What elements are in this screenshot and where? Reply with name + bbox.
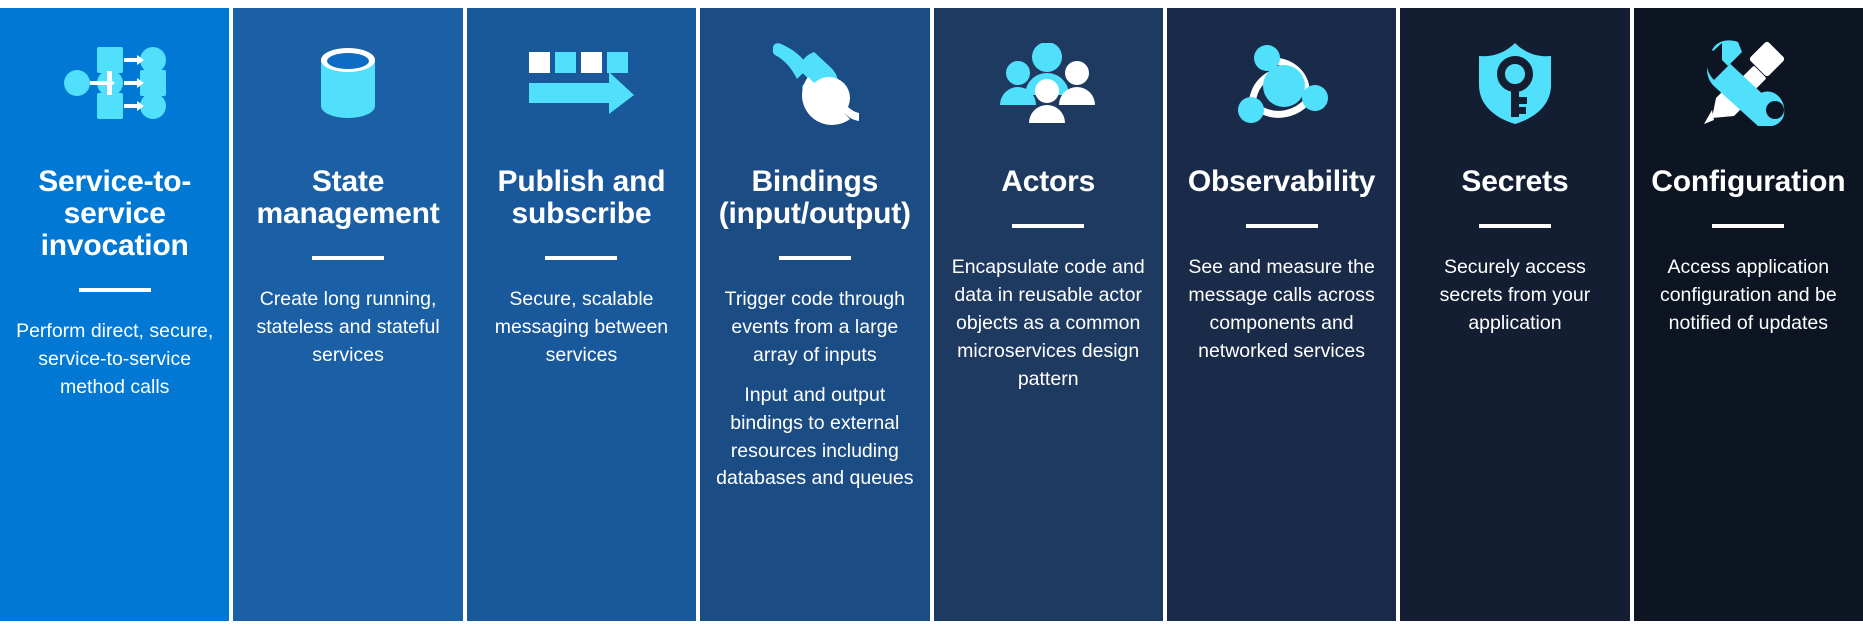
- wrench: [1706, 40, 1785, 126]
- card-description: See and measure the message calls across…: [1188, 256, 1375, 362]
- divider-rule: [778, 256, 851, 261]
- card-description: Perform direct, secure, service-to-servi…: [16, 320, 214, 399]
- card-title: Bindings (input/output): [718, 165, 911, 231]
- card-title: Publish and subscribe: [497, 165, 666, 231]
- shield-key-icon: [1400, 8, 1629, 158]
- divider-rule: [1478, 224, 1551, 229]
- service-invocation-icon: [0, 8, 229, 158]
- card-description: Securely access secrets from your applic…: [1439, 256, 1591, 334]
- divider-rule: [312, 256, 385, 261]
- card-description: Encapsulate code and data in reusable ac…: [951, 256, 1145, 390]
- wrench-screwdriver-icon: [1634, 8, 1863, 158]
- card-configuration[interactable]: Configuration Access application configu…: [1633, 8, 1863, 621]
- card-description: Secure, scalable messaging between servi…: [494, 288, 669, 366]
- divider-rule: [78, 288, 151, 293]
- card-title: Service-to-service invocation: [38, 165, 192, 263]
- card-secrets[interactable]: Secrets Securely access secrets from you…: [1400, 8, 1630, 621]
- divider-rule: [1712, 224, 1785, 229]
- card-title: Observability: [1187, 165, 1376, 198]
- database-cylinder-icon: [233, 8, 462, 158]
- card-description-1: Trigger code through events from a large…: [724, 288, 905, 366]
- card-publish-and-subscribe[interactable]: Publish and subscribe Secure, scalable m…: [466, 8, 697, 621]
- card-observability[interactable]: Observability See and measure the messag…: [1166, 8, 1397, 621]
- card-actors[interactable]: Actors Encapsulate code and data in reus…: [933, 8, 1163, 621]
- publish-subscribe-arrow-icon: [467, 8, 696, 158]
- card-service-to-service-invocation[interactable]: Service-to-service invocation Perform di…: [0, 8, 230, 621]
- card-title: Actors: [1001, 165, 1096, 198]
- divider-rule: [545, 256, 618, 261]
- card-description-2: Input and output bindings to external re…: [716, 383, 914, 490]
- card-title: Secrets: [1461, 165, 1569, 198]
- card-description: Access application configuration and be …: [1659, 256, 1837, 334]
- card-state-management[interactable]: State management Create long running, st…: [233, 8, 463, 621]
- divider-rule: [1245, 224, 1318, 229]
- card-title: Configuration: [1651, 165, 1846, 198]
- people-group-icon: [934, 8, 1163, 158]
- plug-socket-icon: [700, 8, 929, 158]
- network-nodes-icon: [1167, 8, 1396, 158]
- card-bindings[interactable]: Bindings (input/output) Trigger code thr…: [700, 8, 930, 621]
- card-title: State management: [256, 165, 440, 231]
- card-description: Create long running, stateless and state…: [256, 288, 440, 366]
- divider-rule: [1012, 224, 1085, 229]
